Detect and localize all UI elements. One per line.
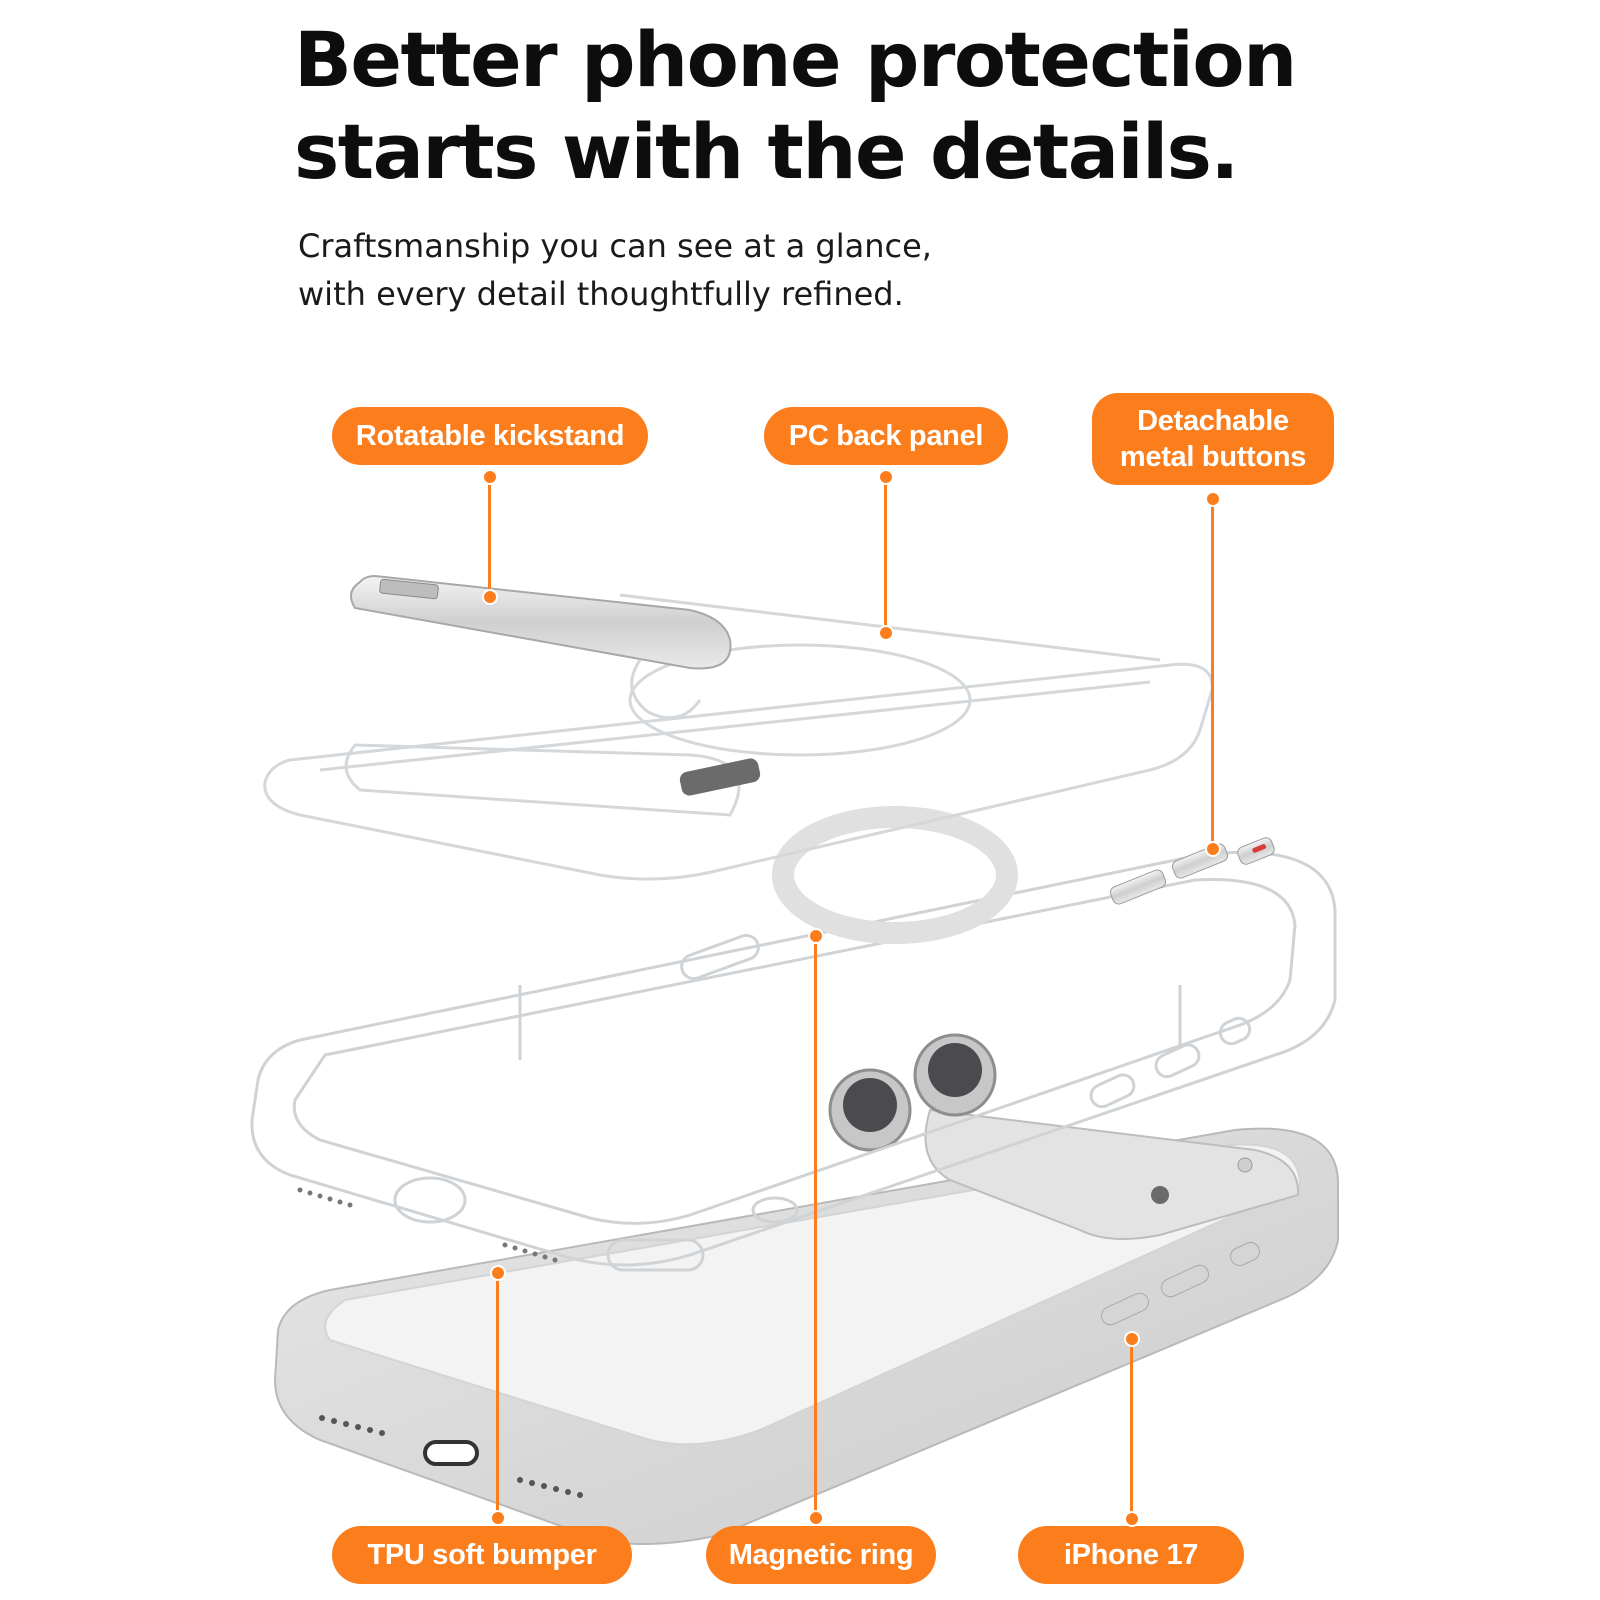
leader-line-iphone [1130, 1338, 1133, 1518]
callout-tpu-soft-bumper: TPU soft bumper [332, 1526, 632, 1584]
leader-dot-back-panel-top [878, 469, 894, 485]
tpu-bumper-illustration [250, 850, 1337, 1272]
leader-line-buttons [1211, 498, 1214, 848]
pc-back-panel-illustration [263, 593, 1214, 881]
callout-rotatable-kickstand: Rotatable kickstand [332, 407, 648, 465]
leader-dot-magnetic-ring-bottom [808, 1510, 824, 1526]
metal-buttons-illustration [1109, 837, 1275, 905]
callout-pc-back-panel: PC back panel [764, 407, 1008, 465]
callout-label: iPhone 17 [1063, 1539, 1199, 1571]
leader-line-bumper [496, 1272, 499, 1517]
callout-label: TPU soft bumper [367, 1539, 597, 1571]
leader-line-magnetic-ring [814, 935, 817, 1517]
callout-magnetic-ring: Magnetic ring [706, 1526, 936, 1584]
kickstand-slot [679, 758, 761, 796]
subheadline-line-1: Craftsmanship you can see at a glance, [298, 227, 932, 265]
camera-lenses [828, 1033, 997, 1152]
magnetic-ring-illustration [772, 806, 1018, 944]
subheadline-line-2: with every detail thoughtfully refined. [298, 275, 904, 313]
callout-label: PC back panel [788, 420, 984, 452]
leader-dot-kickstand-top [482, 469, 498, 485]
callout-label: Magnetic ring [728, 1539, 914, 1571]
leader-dot-iphone-bottom [1124, 1511, 1140, 1527]
callout-iphone-17: iPhone 17 [1018, 1526, 1244, 1584]
leader-line-back-panel [884, 476, 887, 632]
kickstand-illustration [350, 574, 732, 720]
callout-label: Rotatable kickstand [355, 420, 625, 452]
leader-line-kickstand [488, 476, 491, 596]
subheadline: Craftsmanship you can see at a glance, w… [298, 222, 932, 318]
callout-label-line-1: Detachable [1137, 405, 1289, 437]
leader-dot-magnetic-ring-top [808, 928, 824, 944]
leader-dot-bumper-bottom [490, 1510, 506, 1526]
headline: Better phone protection starts with the … [294, 14, 1297, 198]
headline-line-1: Better phone protection [294, 15, 1297, 104]
headline-line-2: starts with the details. [294, 107, 1239, 196]
leader-dot-bumper-top [490, 1265, 506, 1281]
leader-dot-back-panel-bottom [878, 625, 894, 641]
leader-dot-iphone-top [1124, 1331, 1140, 1347]
callout-detachable-metal-buttons: Detachable metal buttons [1092, 393, 1334, 485]
bumper-speaker-holes [297, 1187, 558, 1263]
leader-dot-buttons-bottom [1205, 841, 1221, 857]
leader-dot-kickstand-bottom [482, 589, 498, 605]
leader-dot-buttons-top [1205, 491, 1221, 507]
callout-label-line-2: metal buttons [1119, 441, 1307, 473]
